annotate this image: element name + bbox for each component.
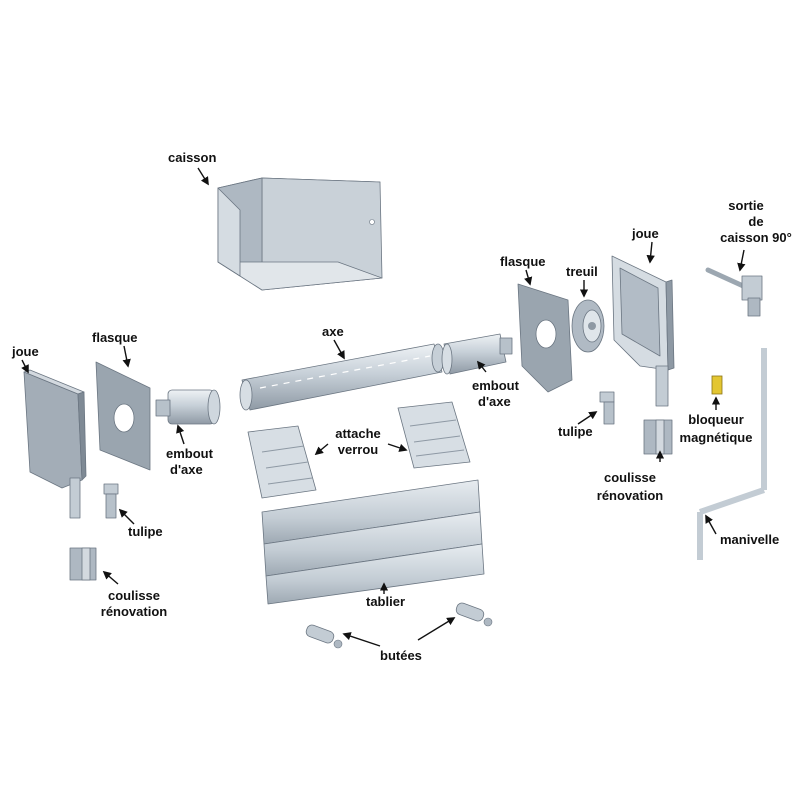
- label-bloqueur-1: bloqueur: [688, 412, 744, 427]
- label-attache-1: attache: [335, 426, 381, 441]
- coulisse-renovation-right: [643, 419, 673, 455]
- attache-verrou-left: [247, 425, 317, 499]
- manivelle: [697, 348, 767, 560]
- butee-right: [455, 602, 493, 627]
- label-tablier: tablier: [366, 594, 405, 609]
- label-treuil: treuil: [566, 264, 598, 279]
- label-butees: butées: [380, 648, 422, 663]
- label-joue-left: joue: [11, 344, 39, 359]
- sortie-caisson-90: [705, 267, 763, 317]
- label-bloqueur-2: magnétique: [680, 430, 753, 445]
- label-attache-2: verrou: [338, 442, 379, 457]
- attache-verrou-right: [397, 401, 471, 469]
- bloqueur-magnetique: [711, 375, 723, 395]
- flasque-left: [95, 361, 151, 471]
- tulipe-left: [103, 483, 119, 519]
- label-axe: axe: [322, 324, 344, 339]
- label-flasque-left: flasque: [92, 330, 138, 345]
- label-coulisse-left-2: rénovation: [101, 604, 168, 619]
- embout-axe-left: [155, 389, 221, 425]
- label-embout-right-1: embout: [472, 378, 520, 393]
- joue-left: [23, 369, 87, 519]
- joue-right: [611, 255, 675, 407]
- label-embout-right-2: d'axe: [478, 394, 511, 409]
- label-flasque-right: flasque: [500, 254, 546, 269]
- label-coulisse-left-1: coulisse: [108, 588, 160, 603]
- treuil: [571, 299, 605, 353]
- label-sortie-3: caisson 90°: [720, 230, 792, 245]
- tulipe-right: [599, 391, 615, 425]
- caisson-box: [217, 177, 383, 291]
- label-coulisse-right-1: coulisse: [604, 470, 656, 485]
- label-sortie-1: sortie: [728, 198, 763, 213]
- axe-tube: [239, 343, 445, 411]
- embout-axe-right: [441, 333, 513, 375]
- label-tulipe-right: tulipe: [558, 424, 593, 439]
- flasque-right: [517, 283, 573, 393]
- label-sortie-2: de: [748, 214, 763, 229]
- label-tulipe-left: tulipe: [128, 524, 163, 539]
- label-embout-left-2: d'axe: [170, 462, 203, 477]
- tablier-slats: [261, 479, 485, 605]
- label-caisson: caisson: [168, 150, 216, 165]
- label-coulisse-right-2: rénovation: [597, 488, 664, 503]
- callout-arrows: [21, 167, 746, 647]
- label-joue-right: joue: [631, 226, 659, 241]
- label-manivelle: manivelle: [720, 532, 779, 547]
- coulisse-renovation-left: [69, 547, 97, 581]
- label-embout-left-1: embout: [166, 446, 214, 461]
- butee-left: [305, 624, 343, 649]
